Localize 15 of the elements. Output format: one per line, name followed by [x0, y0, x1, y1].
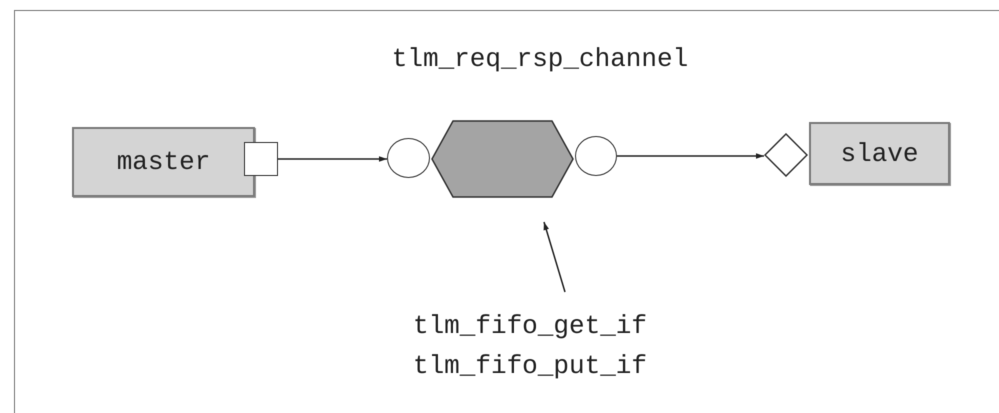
channel-octagon — [431, 120, 574, 198]
module-box — [72, 127, 255, 197]
channel-label: tlm_req_rsp_channel — [392, 44, 688, 74]
arrow — [617, 153, 764, 159]
module-box — [809, 122, 950, 185]
arrow — [543, 222, 566, 292]
module-label: master — [116, 146, 210, 179]
export-diamond — [764, 133, 808, 177]
port-square — [244, 142, 278, 176]
export-circle — [387, 138, 430, 178]
arrow — [278, 156, 387, 162]
module-label: tlm_fifo_put_if — [412, 350, 648, 383]
module-label: tlm_fifo_get_if — [412, 310, 648, 343]
module-label: slave — [840, 138, 918, 170]
export-circle — [575, 136, 617, 176]
